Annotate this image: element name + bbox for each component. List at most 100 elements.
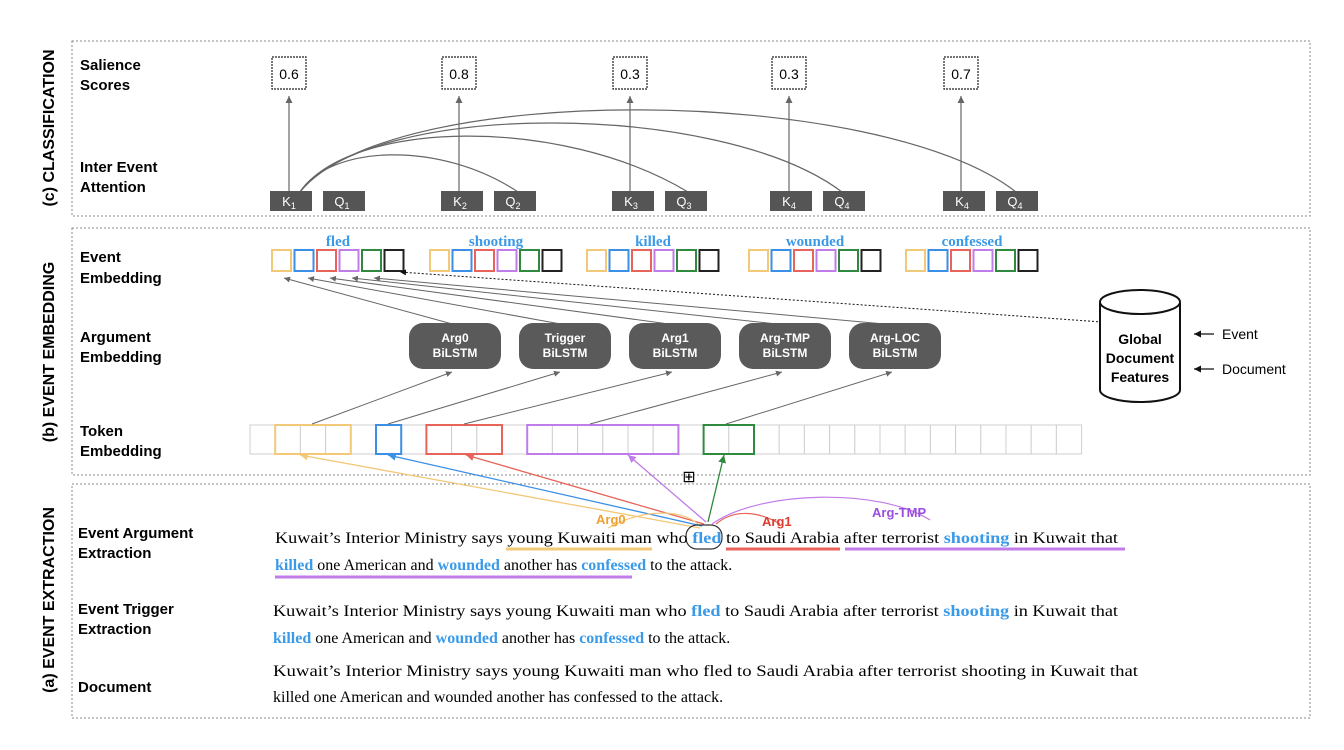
token-cell [526, 424, 553, 455]
label-arg-extract-1: Event Argument [78, 525, 193, 542]
label-trig-extract-1: Event Trigger [78, 601, 174, 618]
bilstm-label: BiLSTM [873, 346, 918, 360]
global-input-document: Document [1222, 361, 1286, 377]
query-box [494, 191, 536, 211]
attention-curve-q2 [299, 154, 519, 193]
arrow-token-arg0 [311, 371, 453, 425]
event-embedding-cell [698, 249, 720, 272]
query-box [665, 191, 707, 211]
event-embedding-cell [293, 249, 315, 272]
token-cell [602, 424, 629, 455]
event-embedding-cell [451, 249, 473, 272]
arrow-loc-to-embedding [373, 275, 897, 326]
event-name: killed [635, 234, 672, 250]
bilstm-label: BiLSTM [763, 346, 808, 360]
bilstm-label: BiLSTM [543, 346, 588, 360]
event-embedding-cell [676, 249, 697, 272]
token-span-arg1 [425, 424, 503, 455]
attention-curve-q4a [299, 122, 843, 193]
event-embedding-cell [519, 249, 540, 272]
arrow-token-arg1 [463, 370, 673, 425]
token-cell [703, 424, 730, 455]
token-span-loc [702, 424, 755, 455]
token-cell [753, 424, 780, 455]
arc-tmp [711, 496, 931, 525]
token-cell [980, 424, 1007, 455]
arrow-token-tmp [589, 370, 783, 425]
attention-curve-q4b [299, 109, 1017, 193]
token-cell [627, 424, 654, 455]
event-embedding-cell [586, 249, 607, 272]
key-box [612, 191, 654, 211]
panel-title-extraction: (a) EVENT EXTRACTION [41, 507, 58, 693]
token-cell [476, 424, 503, 455]
concat-symbol: ⊞ [682, 467, 695, 486]
arrow-arg0-to-embedding [283, 276, 457, 326]
salience-score: 0.7 [951, 66, 971, 82]
event-embedding-cell [905, 249, 926, 272]
event-embedding-cell [838, 249, 859, 272]
token-cell [274, 424, 301, 455]
token-cell [652, 424, 679, 455]
event-embedding-cell [793, 249, 814, 272]
label-token-emb-2: Embedding [80, 443, 162, 460]
token-cell [904, 424, 931, 455]
event-embedding-cell [361, 249, 382, 272]
event-embedding-cell [338, 249, 360, 272]
event-name: wounded [786, 234, 845, 250]
token-cell [425, 424, 453, 455]
event-embedding-cell [474, 249, 495, 272]
bilstm-label: Trigger [545, 331, 586, 345]
event-embedding-cell [608, 249, 630, 272]
token-cell [728, 424, 755, 455]
token-cell [375, 424, 402, 455]
salience-box [441, 56, 477, 90]
arc-arg0 [607, 512, 699, 529]
token-span-arg0 [274, 424, 352, 455]
salience-score: 0.6 [279, 66, 299, 82]
token-cell [551, 424, 579, 455]
document-line1: Kuwait’s Interior Ministry says young Ku… [273, 663, 1139, 680]
bilstm-box [739, 323, 831, 369]
bilstm-label: Arg-LOC [870, 331, 920, 345]
arrow-token-trigger [387, 370, 561, 425]
token-cell [879, 424, 906, 455]
event-embedding-cell [815, 249, 837, 272]
document-line2: killed one American and wounded another … [273, 689, 723, 706]
token-cell [299, 424, 327, 455]
query-box [323, 191, 365, 211]
label-arg-emb-1: Argument [80, 329, 151, 346]
bilstm-label: Arg1 [661, 331, 689, 345]
label-event-emb-2: Embedding [80, 270, 162, 287]
salience-score: 0.3 [779, 66, 799, 82]
arrow-token-loc [725, 370, 893, 425]
token-cell [955, 424, 982, 455]
panel-title-classification: (c) CLASSIFICATION [41, 49, 58, 206]
embedding-panel [71, 227, 1311, 476]
global-features-link [399, 269, 1103, 323]
attention-curve-q3 [299, 135, 689, 193]
bilstm-box [629, 323, 721, 369]
query-box [823, 191, 865, 211]
trigger-extraction-line2: killed one American and wounded another … [273, 630, 730, 647]
event-embedding-cell [429, 249, 450, 272]
token-cell [829, 424, 856, 455]
event-name: shooting [469, 234, 524, 250]
token-cell [1055, 424, 1083, 455]
arrow-fled-tmp [627, 454, 707, 523]
token-cell [1005, 424, 1032, 455]
arrow-tmp-to-embedding [351, 275, 787, 326]
arg-extraction-line1: Kuwait’s Interior Ministry says young Ku… [275, 530, 1119, 547]
token-cell [854, 424, 881, 455]
global-input-event: Event [1222, 326, 1258, 342]
event-embedding-cell [972, 249, 994, 272]
event-embedding-cell [541, 249, 563, 272]
event-embedding-cell [316, 249, 337, 272]
event-embedding-cell [927, 249, 949, 272]
token-span-tmp [526, 424, 680, 455]
event-embedding-cell [860, 249, 882, 272]
token-cell [400, 424, 427, 455]
salience-score: 0.3 [620, 66, 640, 82]
key-box [943, 191, 985, 211]
label-salience-1: Salience [80, 57, 141, 74]
